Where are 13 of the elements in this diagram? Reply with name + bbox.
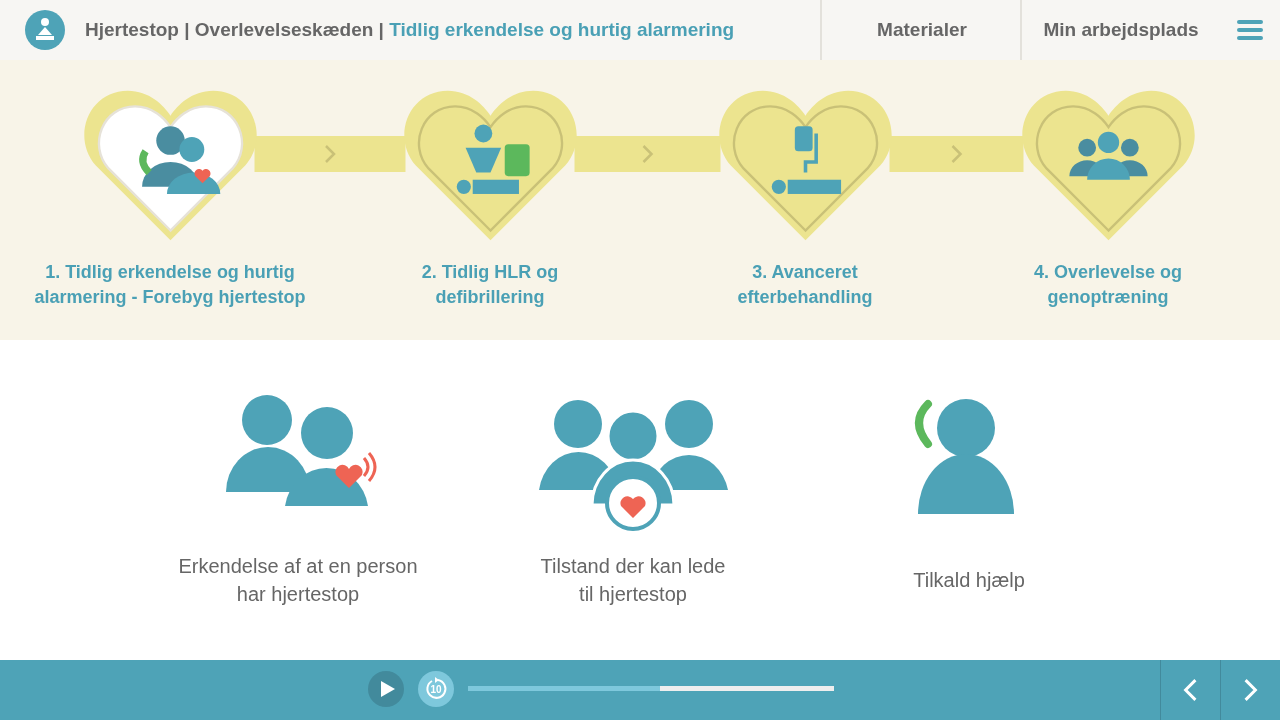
step-label: 1. Tidlig erkendelse og hurtig alarmering - Forebyg hjertestop [33,261,307,309]
caption-text: Tilkald hjælp [912,568,1026,593]
caption-text: Tilstand der kan lede til hjertestop [539,554,727,607]
connector-band-arrow [889,136,1024,172]
replay-button: 10 [418,671,454,707]
breadcrumb-path: Hjertestop | Overlevelseskæden | [85,19,384,40]
caption-text: Erkendelse af at en person har hjertestop [177,554,419,607]
step-label: 3. Avanceret efterbehandling [736,261,874,309]
step-label: 2. Tidlig HLR og defibrillering [420,261,560,309]
connector-band-arrow [254,136,406,172]
step-label: 4. Overlevelse og genoptræning [1032,261,1184,309]
current-page-title: Tidlig erkendelse og hurtig alarmering [389,19,735,40]
connector-band-arrow [574,136,721,172]
